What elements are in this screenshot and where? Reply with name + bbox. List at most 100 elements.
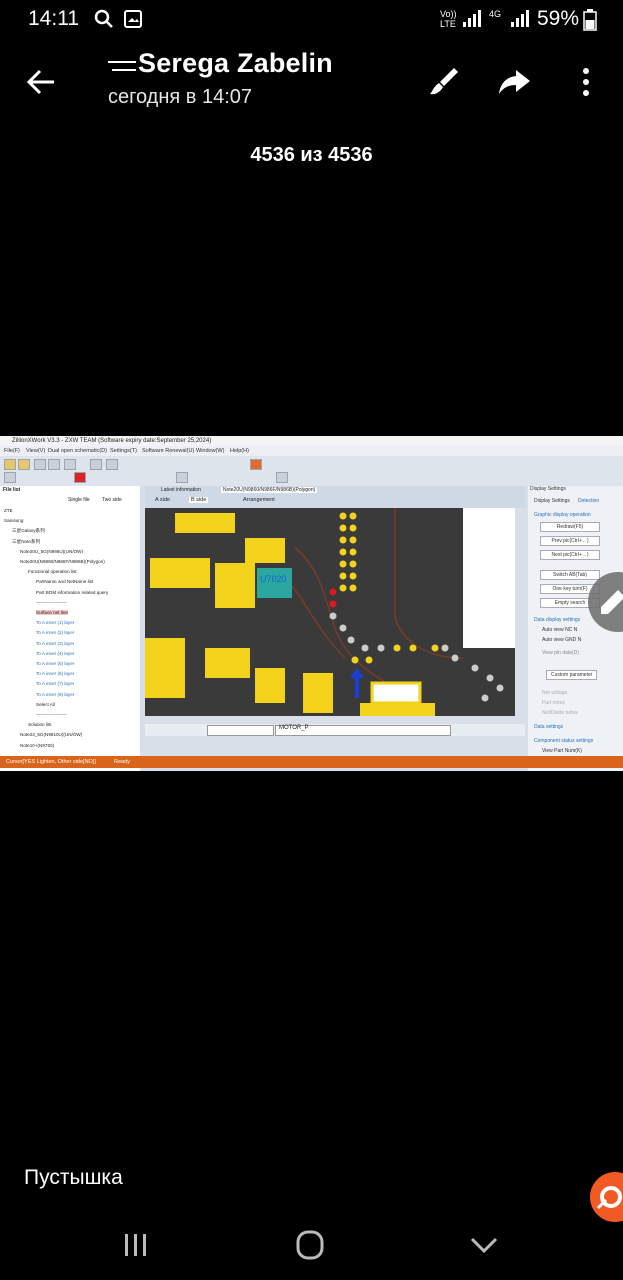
graphic-button: Next pic(Ctrl+→) (540, 550, 600, 560)
assistant-button[interactable] (590, 1172, 623, 1222)
app-status-strip: Cursor[YES Lighten, Other side[NO]] Read… (0, 756, 623, 768)
toolbar-button (64, 459, 76, 470)
document-tabs: Latest information Note20U(N9860/N986F/N… (145, 486, 525, 508)
tree-item: 三星Note系列 (12, 538, 41, 544)
back-arrow-icon[interactable] (24, 64, 60, 100)
toolbar-button (18, 459, 30, 470)
tree-item: Surface net line (36, 610, 68, 615)
tab-a-side: A side (155, 497, 170, 503)
tree-item: To A inner (6) layer (36, 671, 75, 677)
search-icon (94, 9, 113, 28)
app-toolbar (0, 456, 623, 486)
signal-icon-2 (511, 10, 529, 27)
menu-file: File(F) (4, 448, 20, 454)
graphic-button: Switch AB(Tab) (540, 570, 600, 580)
check-gnd: Auto view GND N (542, 637, 582, 643)
toolbar-button (276, 472, 288, 483)
message-photo[interactable]: ZillionXWork V3.3 - ZXW TEAM (Software e… (0, 436, 623, 771)
tree-item: To A inner (8) layer (36, 691, 75, 697)
tree-item: Solution list (28, 722, 52, 728)
check-net-voltage: Net voltage (542, 690, 568, 696)
chevron-down-icon[interactable] (466, 1230, 502, 1260)
battery-percent: 59% (536, 7, 579, 30)
tree-item: Note23_5G(N9810U)(UN/OW) (20, 732, 83, 738)
tree-item: Note20U_5G(N986U)(UN/OW) (20, 548, 84, 554)
signal-icon (463, 10, 481, 27)
tree-item: To A inner (4) layer (36, 650, 75, 656)
tree-item: -------------------- (36, 712, 67, 717)
tree-item: Samsung (4, 518, 24, 524)
menu-renewal: Software Renewal(U) (142, 448, 195, 454)
toolbar-button (34, 459, 46, 470)
volte-label: Vo)) (440, 9, 457, 19)
two-side-button: Two side (102, 497, 122, 503)
viewer-header: Serega Zabelin сегодня в 14:07 (0, 40, 623, 130)
menu-settings: Settings(T) (110, 448, 137, 454)
battery-icon (583, 9, 597, 31)
net-name: MOTOR_P (279, 725, 309, 731)
check-nc: Auto view NC N (542, 627, 578, 633)
strike-icon (108, 61, 136, 71)
display-settings-panel: Display Settings Display Settings Detect… (528, 486, 623, 771)
data-section: Data display settings (534, 617, 581, 623)
photo-caption: Пустышка (24, 1166, 123, 1189)
status-time: 14:11 (28, 7, 79, 30)
pcb-board-view: U7020 (145, 508, 515, 716)
toolbar-button (90, 459, 102, 470)
tab-latest: Latest information (161, 487, 201, 493)
custom-parameter-button: Custom parameter (546, 670, 598, 680)
tree-item: -------------------- (36, 599, 67, 605)
toolbar-button (106, 459, 118, 470)
data-settings-section: Data settings (534, 724, 564, 730)
toolbar-button (48, 459, 60, 470)
app-title: ZillionXWork V3.3 - ZXW TEAM (Software e… (12, 438, 212, 444)
check-part-num: View Part Num(K) (542, 748, 582, 754)
share-icon[interactable] (494, 62, 534, 102)
more-vert-icon[interactable] (566, 62, 606, 102)
tree-item: PartName and NetName list (36, 579, 94, 585)
tree-item: To A inner (3) layer (36, 640, 75, 646)
component-label: U7020 (260, 574, 287, 584)
toolbar-button (4, 459, 16, 470)
recents-icon[interactable] (118, 1230, 154, 1260)
graphic-button: Redraw(F5) (540, 522, 600, 532)
message-date: сегодня в 14:07 (108, 86, 252, 108)
toolbar-button (176, 472, 188, 483)
app-titlebar: ZillionXWork V3.3 - ZXW TEAM (Software e… (0, 436, 623, 446)
menu-window: Window(W) (196, 448, 225, 454)
toolbar-button (74, 472, 86, 483)
pencil-icon (601, 590, 623, 614)
tree-item: Select All (36, 701, 55, 707)
file-list-title: File list (3, 487, 21, 493)
status-ready: Ready (114, 759, 130, 765)
home-icon[interactable] (292, 1230, 328, 1260)
menu-view: View(V) (26, 448, 46, 454)
tab-detection: Detection (578, 498, 600, 504)
check-part-notes: Part notes (542, 700, 565, 706)
image-counter: 4536 из 4536 (250, 144, 373, 166)
tree-item: To A inner (7) layer (36, 681, 75, 687)
right-panel-title: Display Settings (530, 486, 566, 492)
photo-notification-icon (124, 10, 142, 28)
tab-board: Note20U(N9860/N986F/N986B)(Polygon) (221, 487, 318, 493)
app-menubar: File(F) View(V) Dual open schematic(D) S… (0, 446, 623, 456)
lte-label: LTE (440, 19, 456, 29)
tree-item: To A inner (2) layer (36, 630, 75, 636)
status-bar: 14:11 Vo)) LTE 4G 59% (0, 0, 623, 40)
check-pin-data: View pin data(D) (542, 650, 579, 656)
4g-label: 4G (489, 9, 502, 19)
net-bar: MOTOR_P (145, 724, 525, 736)
tab-display-settings: Display Settings (534, 498, 570, 504)
menu-help: Help(H) (230, 448, 249, 454)
toolbar-button (250, 459, 262, 470)
system-nav-bar (0, 1210, 623, 1280)
component-section: Component status settings (534, 738, 594, 744)
tab-arrangement: Arrangement (243, 497, 275, 503)
tree-item: To A inner (1) layer (36, 620, 75, 626)
status-cursor: Cursor[YES Lighten, Other side[NO]] (6, 759, 96, 765)
toolbar-button (4, 472, 16, 483)
brush-icon[interactable] (424, 62, 464, 102)
tree-item: Part BOM information related query (36, 589, 109, 595)
tree-item: To A inner (5) layer (36, 661, 75, 666)
